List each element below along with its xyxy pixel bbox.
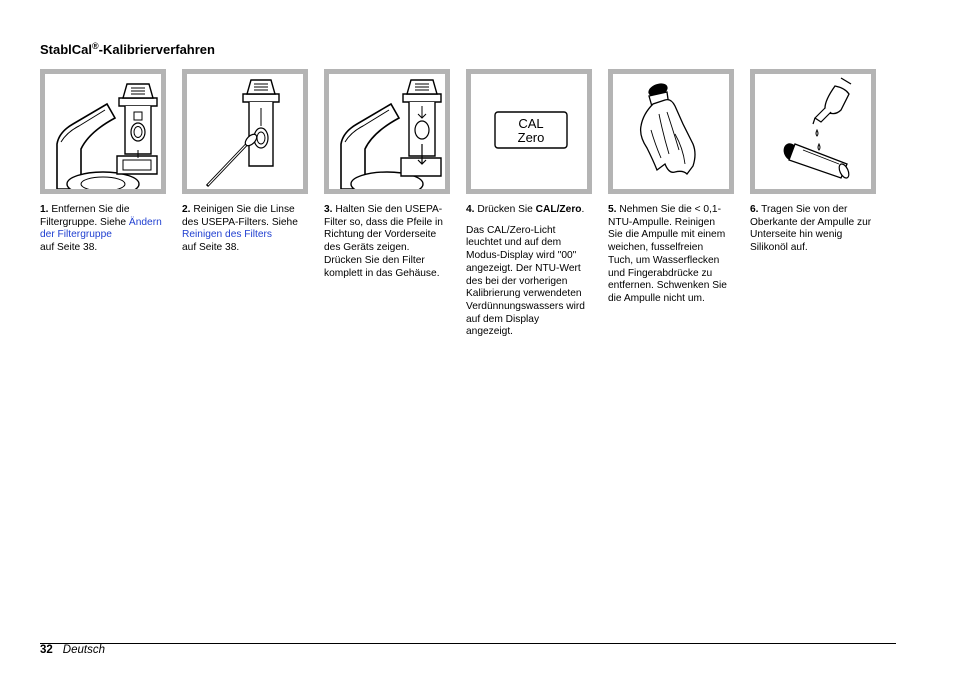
step-4-note: Das CAL/Zero-Licht leuchtet und auf dem … xyxy=(466,224,585,338)
title-main: StablCal xyxy=(40,42,93,57)
page-footer: 32 Deutsch xyxy=(40,644,105,656)
step-3-text: 3. Halten Sie den USEPA-Filter so, dass … xyxy=(324,204,446,280)
step-1-page-ref: auf Seite 38. xyxy=(40,242,98,254)
registered-mark: ® xyxy=(92,41,99,51)
section-title: StablCal®-Kalibrierverfahren xyxy=(40,41,215,58)
step-4-period: . xyxy=(581,204,585,215)
step-4: CAL Zero 4. Drücken Sie CAL/Zero. Das CA… xyxy=(466,69,596,347)
zero-label: Zero xyxy=(518,130,545,145)
step-6: 6. Tragen Sie von der Oberkante der Ampu… xyxy=(750,69,880,263)
step-2-illustration xyxy=(182,69,308,194)
step-number: 6. xyxy=(750,204,759,215)
step-3-illustration xyxy=(324,69,450,194)
step-4-body: Drücken Sie xyxy=(474,204,536,215)
step-2-page-ref: auf Seite 38. xyxy=(182,242,240,254)
vial-wiping-cloth-icon xyxy=(639,83,696,175)
cal-zero-key-name: CAL/Zero xyxy=(535,204,582,215)
filter-insertion-icon xyxy=(340,79,442,189)
step-1-body: Entfernen Sie die Filtergruppe. Siehe xyxy=(40,204,130,228)
cal-label: CAL xyxy=(518,116,543,131)
silicone-oil-vial-icon xyxy=(783,77,852,179)
step-5-text: 5. Nehmen Sie die < 0,1-NTU-Ampulle. Rei… xyxy=(608,204,730,306)
instrument-filter-removal-icon xyxy=(56,83,158,189)
step-1-text: 1. Entfernen Sie die Filtergruppe. Siehe… xyxy=(40,204,162,255)
page-number: 32 xyxy=(40,644,53,656)
link-reinigen-des-filters[interactable]: Reinigen des Filters xyxy=(182,229,273,241)
step-6-body: Tragen Sie von der Oberkante der Ampulle… xyxy=(750,204,872,254)
link-aendern-der-filtergruppe[interactable]: Ändern der Filtergruppe xyxy=(40,216,162,241)
step-1-illustration xyxy=(40,69,166,194)
step-5: 5. Nehmen Sie die < 0,1-NTU-Ampulle. Rei… xyxy=(608,69,738,314)
step-6-illustration xyxy=(750,69,876,194)
filter-cleaning-swab-icon xyxy=(205,79,280,188)
step-number: 2. xyxy=(182,204,191,215)
step-6-text: 6. Tragen Sie von der Oberkante der Ampu… xyxy=(750,204,872,255)
step-2-body: Reinigen Sie die Linse des USEPA-Filters… xyxy=(182,204,298,228)
footer-language: Deutsch xyxy=(62,644,105,656)
step-2-text: 2. Reinigen Sie die Linse des USEPA-Filt… xyxy=(182,204,304,255)
step-number: 1. xyxy=(40,204,49,215)
step-number: 3. xyxy=(324,204,333,215)
footer-rule xyxy=(40,643,896,644)
step-3: 3. Halten Sie den USEPA-Filter so, dass … xyxy=(324,69,454,288)
step-number: 4. xyxy=(466,204,475,215)
step-5-body: Nehmen Sie die < 0,1-NTU-Ampulle. Reinig… xyxy=(608,204,727,304)
step-4-text: 4. Drücken Sie CAL/Zero. Das CAL/Zero-Li… xyxy=(466,204,588,339)
step-5-illustration xyxy=(608,69,734,194)
step-3-body: Halten Sie den USEPA-Filter so, dass die… xyxy=(324,204,443,279)
cal-zero-button-icon[interactable]: CAL Zero xyxy=(471,74,587,189)
title-rest: -Kalibrierverfahren xyxy=(98,42,215,57)
step-number: 5. xyxy=(608,204,617,215)
step-1: 1. Entfernen Sie die Filtergruppe. Siehe… xyxy=(40,69,170,263)
step-4-illustration: CAL Zero xyxy=(466,69,592,194)
step-2: 2. Reinigen Sie die Linse des USEPA-Filt… xyxy=(182,69,312,263)
